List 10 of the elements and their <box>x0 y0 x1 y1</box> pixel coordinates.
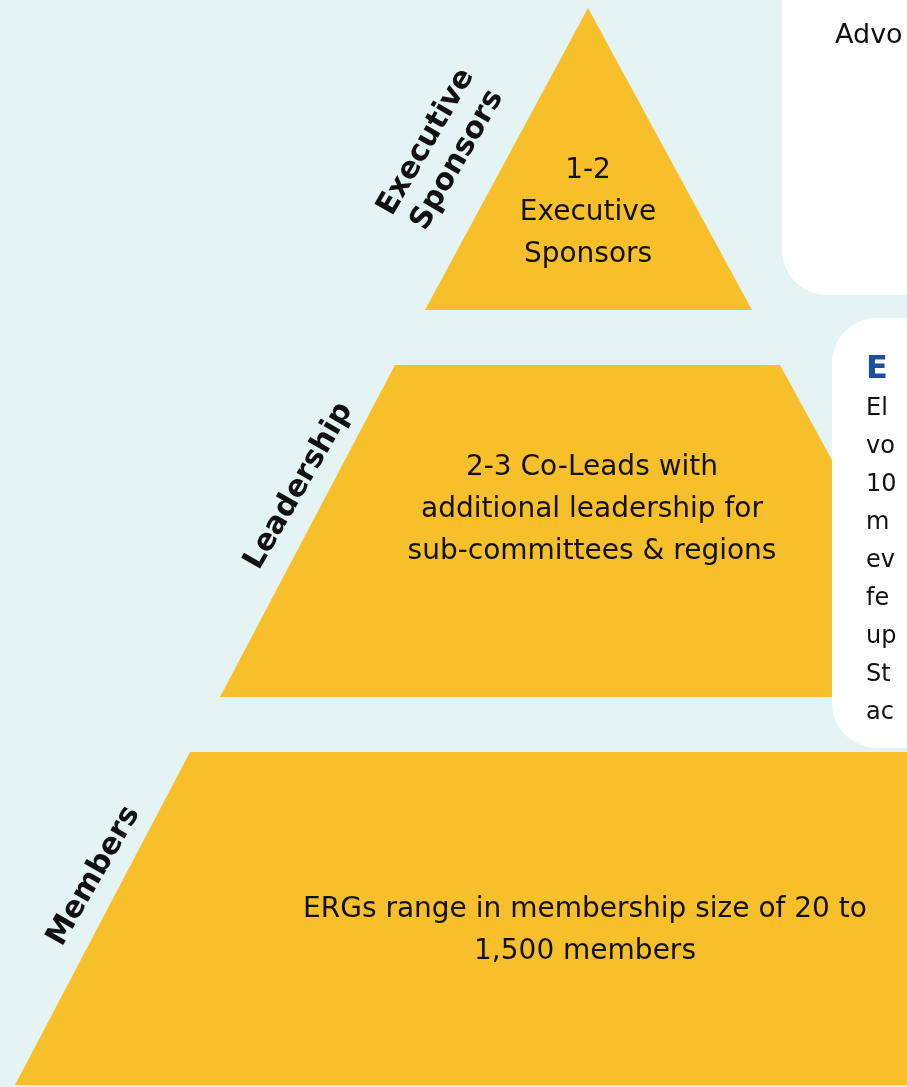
tier-text: 1-2 Executive Sponsors <box>518 151 658 271</box>
card-text: Advo <box>835 18 903 49</box>
pyramid-tier <box>15 752 907 1085</box>
info-card <box>782 0 907 295</box>
pyramid-tier <box>220 365 832 697</box>
info-card <box>832 318 907 748</box>
card-heading: E <box>866 348 888 386</box>
tier-text: ERGs range in membership size of 20 to 1,500 members <box>302 890 868 968</box>
card-paragraph: El vo 10 m ev fe up St ac <box>866 392 897 727</box>
tier-text: 2-3 Co-Leads with additional leadership for sub-committees & regions <box>406 448 778 568</box>
